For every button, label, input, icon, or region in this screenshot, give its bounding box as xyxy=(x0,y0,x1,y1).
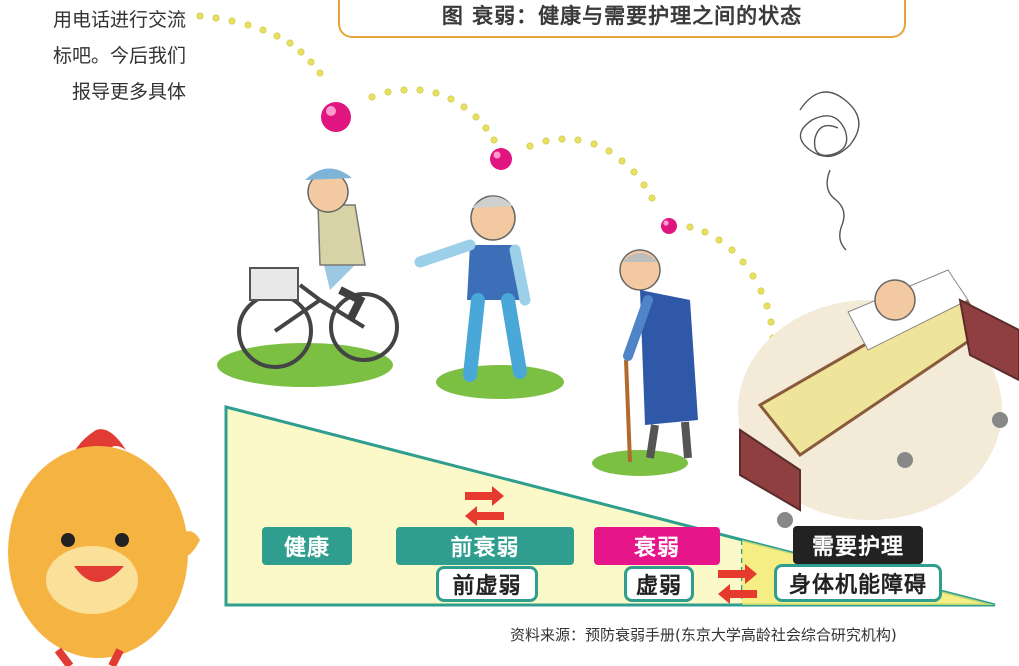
stage-sub-pre-frailty: 前虚弱 xyxy=(436,566,538,602)
stage-sub-frailty: 虚弱 xyxy=(624,566,694,602)
stage-label-frailty-text: 衰弱 xyxy=(633,536,680,561)
chick-mascot xyxy=(8,429,200,666)
paragraph-line: 用电话进行交流 xyxy=(52,9,186,31)
figure-title-box: 图 衰弱：健康与需要护理之间的状态 xyxy=(338,0,906,38)
confusion-scribble xyxy=(799,91,860,251)
standing-man-figure xyxy=(414,195,531,382)
stage-label-frailty: 衰弱 xyxy=(594,527,720,565)
stage-label-healthy-text: 健康 xyxy=(283,536,330,561)
stage-sub-care-text: 身体机能障碍 xyxy=(788,573,927,598)
stage-sub-frailty-text: 虚弱 xyxy=(635,574,682,599)
bouncing-balls xyxy=(321,102,778,376)
source-caption: 资料来源：预防衰弱手册(东京大学高龄社会综合研究机构) xyxy=(510,626,897,644)
paragraph-line: 报导更多具体 xyxy=(71,81,186,103)
stage-label-healthy: 健康 xyxy=(262,527,352,565)
stage-label-care: 需要护理 xyxy=(793,526,923,564)
paragraph-line: 标吧。今后我们 xyxy=(52,45,186,67)
stage-label-pre-frailty: 前衰弱 xyxy=(396,527,574,565)
reversible-arrows xyxy=(465,486,757,604)
nursing-bed-figure xyxy=(739,269,1019,528)
left-paragraph: 用电话进行交流 标吧。今后我们 报导更多具体 xyxy=(0,2,186,110)
stage-sub-pre-frailty-text: 前虚弱 xyxy=(452,574,522,599)
stage-sub-care: 身体机能障碍 xyxy=(774,564,942,602)
stage-label-pre-frailty-text: 前衰弱 xyxy=(450,536,520,561)
cyclist-figure xyxy=(237,168,399,369)
stage-label-care-text: 需要护理 xyxy=(811,535,904,560)
woman-with-cane-figure xyxy=(619,249,698,463)
figure-title: 图 衰弱：健康与需要护理之间的状态 xyxy=(441,4,803,28)
